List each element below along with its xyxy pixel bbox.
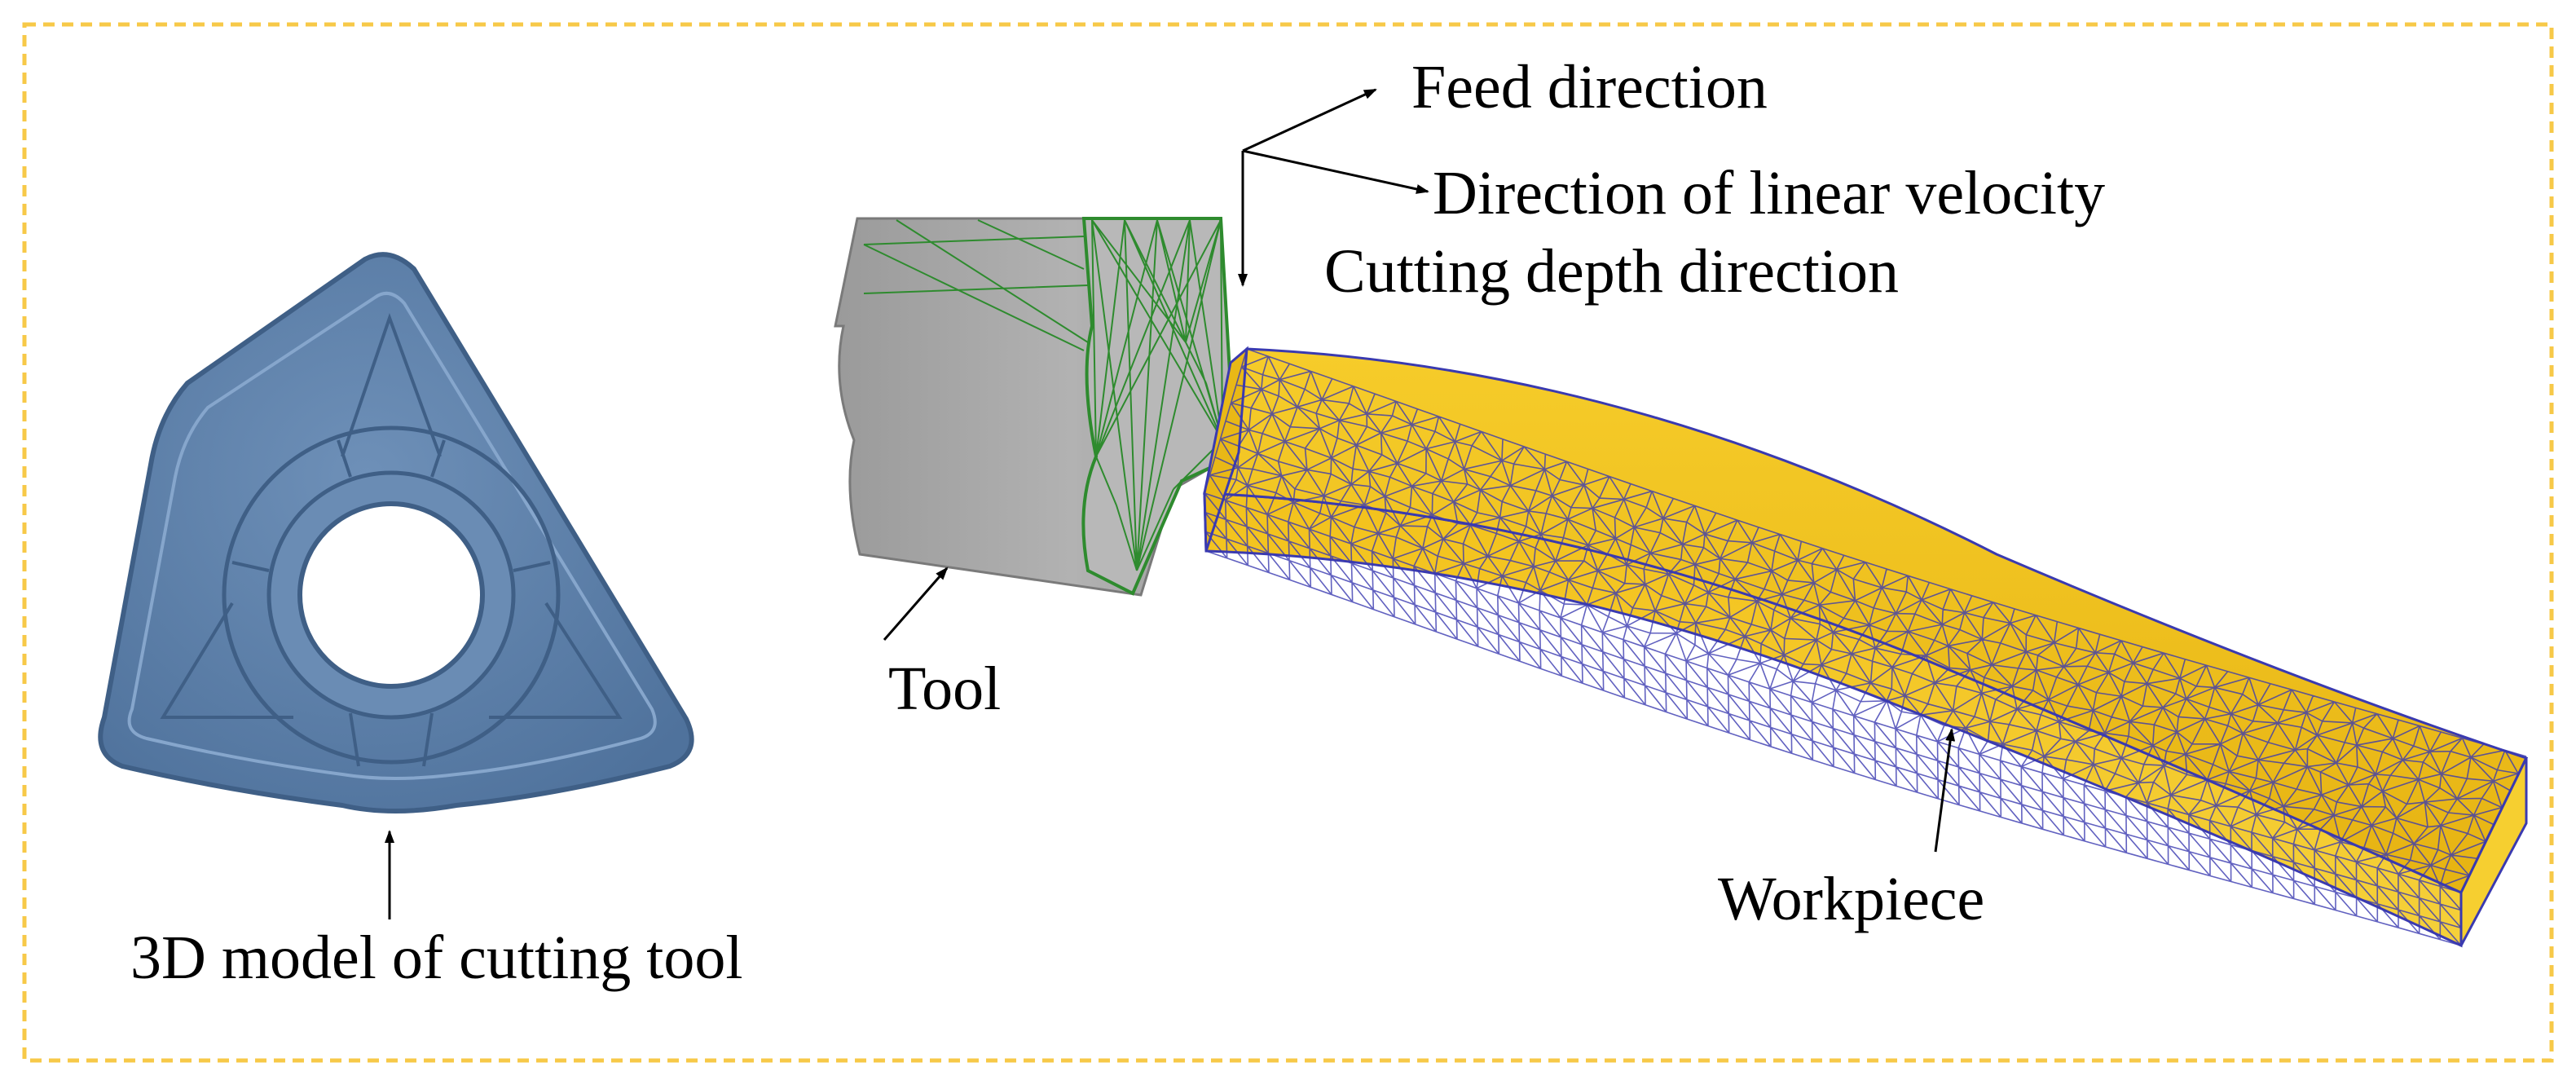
insert-spoke: [231, 561, 270, 572]
workpiece-arrow: [1934, 728, 1956, 853]
insert-ring: [222, 425, 561, 765]
dashed-frame: [22, 22, 2554, 1063]
tool-front-face: [1081, 217, 1237, 596]
insert-label: 3D model of cutting tool: [130, 924, 742, 992]
insert-spoke: [430, 439, 446, 478]
insert-groove-left: [160, 602, 293, 719]
feed-direction-arrow: [1242, 88, 1377, 152]
tool-model: [834, 217, 1237, 597]
insert-spoke: [337, 439, 352, 478]
feed-direction-label: Feed direction: [1411, 53, 1768, 121]
linear-velocity-arrow: [1242, 149, 1429, 194]
insert-spoke: [349, 712, 360, 767]
tool-mesh-lines: [863, 219, 1223, 571]
workpiece-mesh: [1204, 348, 2527, 946]
tool-arrow: [883, 567, 949, 641]
cutting-depth-label: Cutting depth direction: [1324, 237, 1899, 306]
insert-groove-top: [341, 312, 442, 457]
insert-groove-right: [489, 602, 623, 719]
insert-spoke: [422, 712, 434, 767]
tool-mesh: [863, 219, 1223, 571]
linear-velocity-label: Direction of linear velocity: [1433, 159, 2105, 227]
insert-hole: [297, 501, 485, 689]
insert-model: [98, 252, 694, 813]
workpiece-label: Workpiece: [1718, 865, 1984, 933]
insert-rim: [127, 291, 657, 780]
tool-label: Tool: [888, 655, 1001, 723]
insert-spoke: [513, 561, 551, 572]
workpiece-top-face: [1203, 347, 2529, 894]
workpiece-mesh-lines: [1204, 348, 2527, 946]
direction-arrows: [1238, 88, 1429, 287]
workpiece-model: [1203, 346, 2529, 948]
